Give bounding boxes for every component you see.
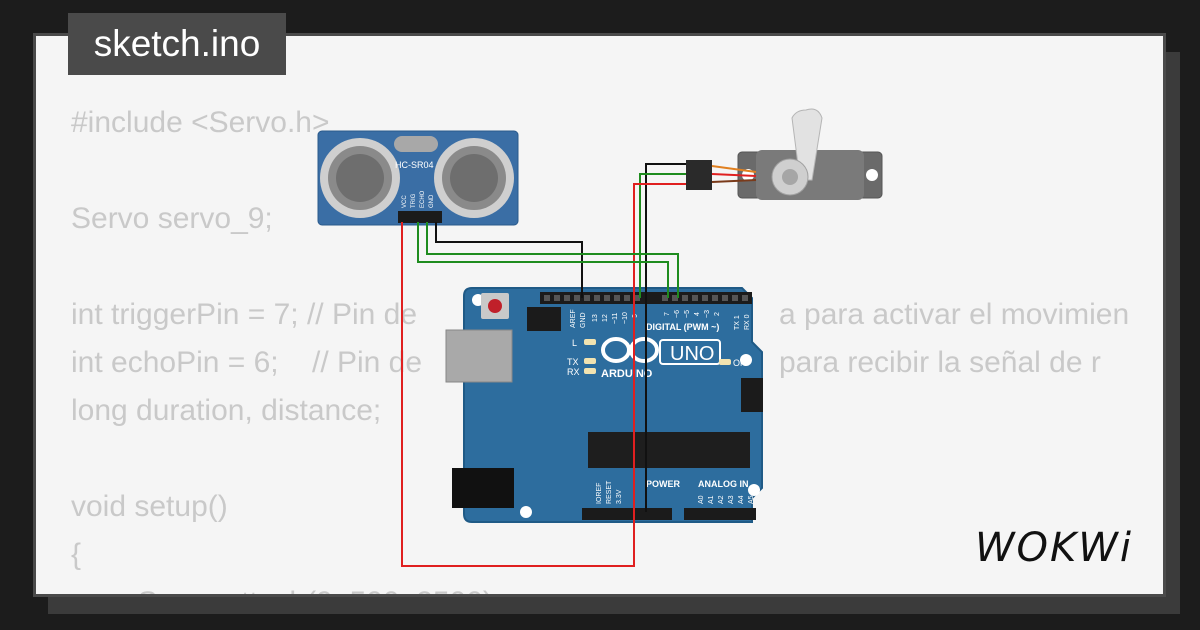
code-line-7: long duration, distance; bbox=[71, 394, 382, 427]
code-line-10: { bbox=[71, 538, 82, 571]
mount-hole bbox=[740, 354, 752, 366]
wires bbox=[401, 163, 757, 567]
digital-label: DIGITAL (PWM ~) bbox=[646, 322, 719, 332]
code-fragment-2: para recibir la señal de r bbox=[779, 346, 1101, 379]
pin-label-11: ~11 bbox=[612, 313, 619, 324]
mount-hole bbox=[748, 484, 760, 496]
pin-label-a1: A1 bbox=[708, 495, 715, 504]
transmitter-transducer bbox=[320, 138, 400, 218]
arduino-uno-board[interactable]: UNO ARDUINO DIGITAL (PWM ~) POWER ANALOG… bbox=[445, 287, 763, 523]
pin-label-10: ~10 bbox=[622, 312, 629, 324]
arduino-logo bbox=[601, 337, 659, 363]
code-background: #include <Servo.h> Servo servo_9; int tr… bbox=[71, 36, 1129, 594]
pin-label-6: ~6 bbox=[674, 310, 681, 318]
code-line-1: #include <Servo.h> bbox=[71, 106, 330, 139]
atmega-chip bbox=[588, 432, 750, 468]
on-label: ON bbox=[733, 358, 747, 368]
tx-led bbox=[584, 358, 596, 364]
icsp-header bbox=[527, 307, 763, 412]
sensor-pin-echo: ECHO bbox=[420, 190, 426, 208]
wire-echo bbox=[426, 222, 679, 298]
wire-5v bbox=[401, 183, 686, 567]
code-line-9: void setup() bbox=[71, 490, 228, 523]
sensor-label: HC-SR04 bbox=[395, 160, 434, 170]
pin-label-tx: TX 1 bbox=[734, 315, 741, 330]
wire-trig bbox=[417, 222, 669, 298]
hc-sr04-sensor[interactable]: HC-SR04 VCC TRIG ECHO GND bbox=[317, 130, 519, 226]
wire-servo-gnd bbox=[645, 163, 686, 512]
uno-label: UNO bbox=[670, 343, 714, 365]
analog-label: ANALOG IN bbox=[698, 479, 749, 489]
servo-signal-lead bbox=[711, 165, 757, 173]
servo-mount-hole bbox=[866, 169, 878, 181]
sensor-pin-gnd: GND bbox=[429, 194, 435, 208]
pin-label-aref: AREF bbox=[570, 309, 577, 328]
wokwi-logo: WOKWi bbox=[975, 525, 1133, 571]
pin-label-a5: A5 bbox=[748, 495, 755, 504]
pin-label-a4: A4 bbox=[738, 495, 745, 504]
pin-label-2: 2 bbox=[714, 312, 721, 316]
code-line-3: Servo servo_9; bbox=[71, 202, 273, 235]
pin-label-9: ~9 bbox=[632, 314, 639, 322]
pin-label-reset: RESET bbox=[606, 480, 613, 504]
pin-label-3v3: 3.3V bbox=[616, 489, 623, 504]
servo-connector bbox=[686, 160, 712, 190]
pin-label-3: ~3 bbox=[704, 310, 711, 318]
pin-label-7: 7 bbox=[664, 312, 671, 316]
servo-motor[interactable] bbox=[686, 108, 883, 200]
sketch-title: sketch.ino bbox=[68, 13, 286, 75]
pin-label-a2: A2 bbox=[718, 495, 725, 504]
pin-label-a3: A3 bbox=[728, 495, 735, 504]
pin-label-gnd: GND bbox=[580, 312, 587, 328]
power-label: POWER bbox=[646, 479, 681, 489]
code-line-6: int echoPin = 6; // Pin de bbox=[71, 346, 423, 379]
power-header bbox=[582, 508, 672, 520]
tx-led-label: TX bbox=[567, 357, 579, 367]
wire-sensor-gnd bbox=[435, 222, 583, 298]
rx-led-label: RX bbox=[567, 367, 580, 377]
pin-label-13: 13 bbox=[592, 314, 599, 322]
servo-power-lead bbox=[711, 173, 757, 177]
reset-button-cap[interactable] bbox=[488, 299, 502, 313]
analog-header bbox=[684, 508, 756, 520]
pin-label-a0: A0 bbox=[698, 495, 705, 504]
arduino-label: ARDUINO bbox=[601, 368, 653, 380]
l-led-label: L bbox=[572, 338, 577, 348]
on-led bbox=[719, 359, 731, 365]
pin-label-5: ~5 bbox=[684, 310, 691, 318]
receiver-transducer bbox=[434, 138, 514, 218]
crystal bbox=[394, 136, 438, 152]
sensor-pin-trig: TRIG bbox=[411, 193, 417, 208]
pin-label-rx: RX 0 bbox=[744, 314, 751, 330]
sensor-header bbox=[398, 211, 442, 223]
pin-label-ioref: IOREF bbox=[596, 483, 603, 504]
servo-ground-lead bbox=[711, 179, 757, 183]
uno-badge bbox=[659, 339, 721, 365]
power-jack bbox=[452, 468, 514, 508]
code-fragment-1: a para activar el movimien bbox=[779, 298, 1130, 331]
code-line-11: Servo.attach(9, 500, 2500); bbox=[71, 586, 502, 594]
rx-led bbox=[584, 368, 596, 374]
pin-label-4: 4 bbox=[694, 312, 701, 316]
mount-hole bbox=[520, 506, 532, 518]
code-line-5: int triggerPin = 7; // Pin de bbox=[71, 298, 418, 331]
sensor-pin-vcc: VCC bbox=[402, 195, 408, 208]
usb-port bbox=[445, 329, 513, 383]
l-led bbox=[584, 339, 596, 345]
pin-label-12: 12 bbox=[602, 314, 609, 322]
wire-servo-signal bbox=[639, 173, 686, 298]
